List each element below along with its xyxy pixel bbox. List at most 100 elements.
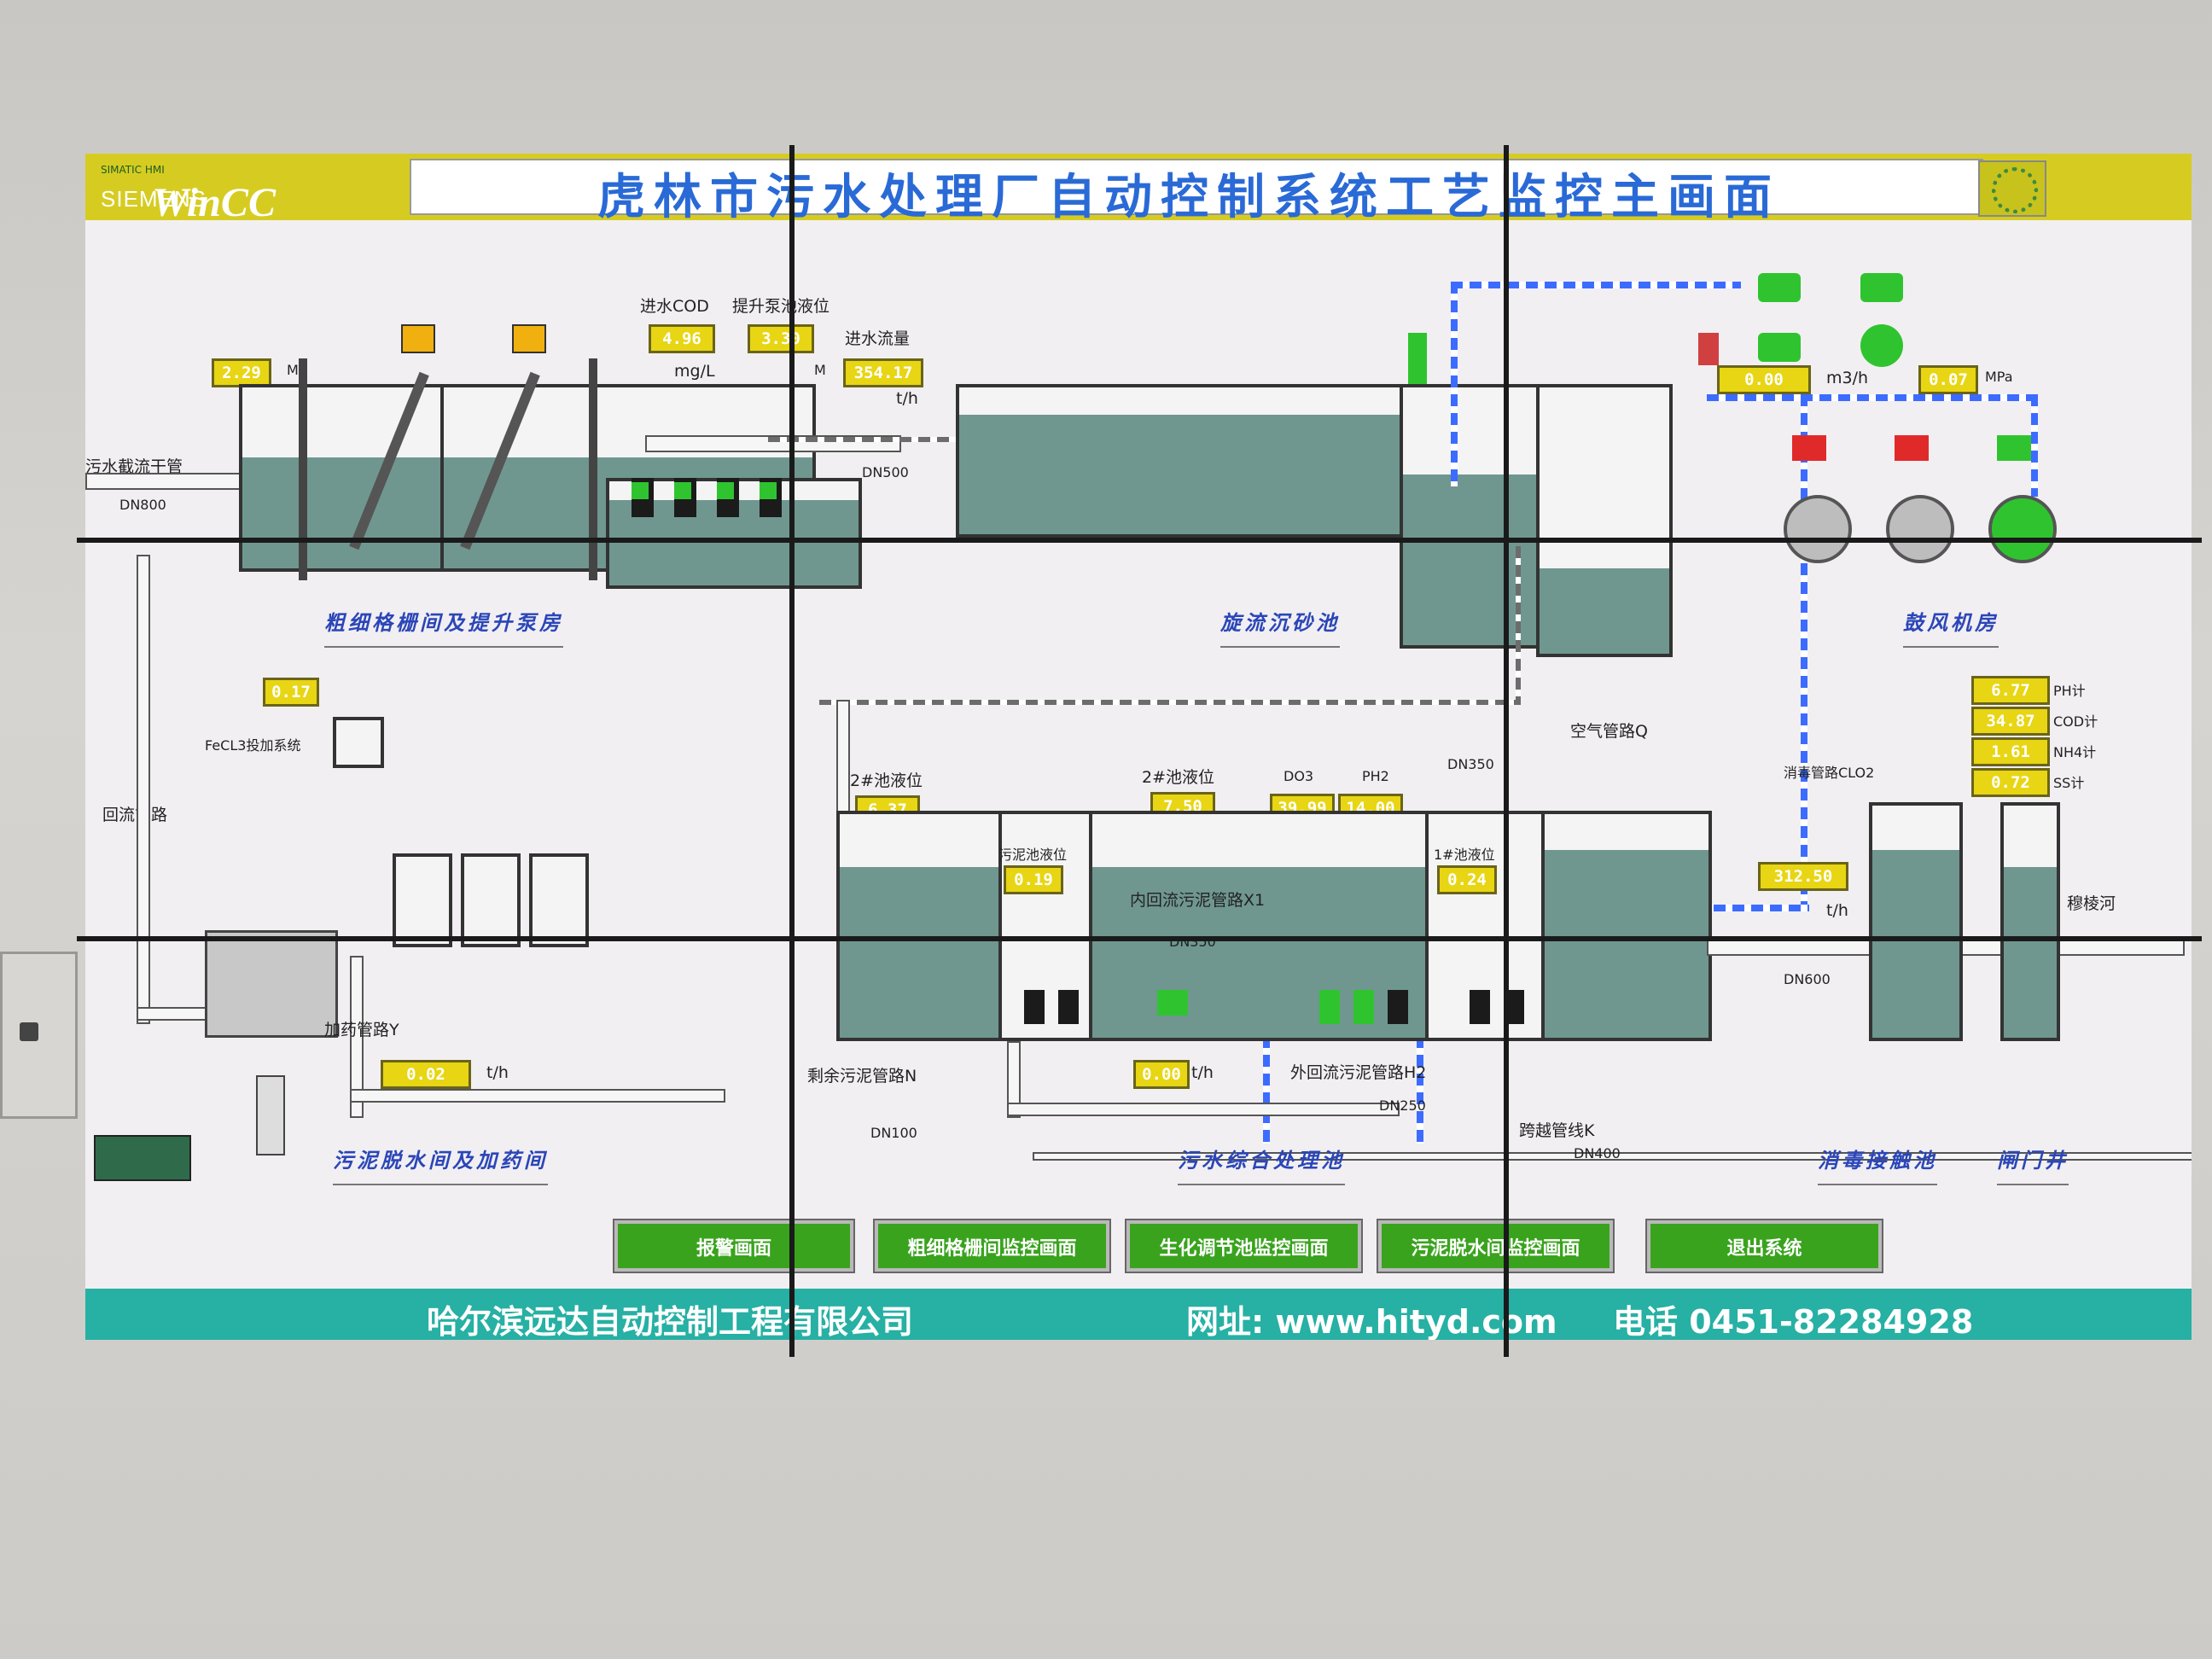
inlet-pipe <box>85 473 247 490</box>
wincc-logo: SIMATIC HMI WinCC SIEMENS <box>101 160 348 225</box>
lift-level-label: 提升泵池液位 <box>732 297 830 316</box>
grit-mixer-icon[interactable] <box>1408 333 1427 384</box>
sludge-well-label: 污泥池液位 <box>998 847 1068 863</box>
alarm-screen-button[interactable]: 报警画面 <box>613 1219 855 1273</box>
influent-flow-value: 354.17 <box>843 358 923 387</box>
dosing-pipe-label: 加药管路Y <box>324 1021 399 1039</box>
cod-out-value: 34.87 <box>1971 707 2050 736</box>
section-blower-title: 鼓风机房 <box>1903 606 1999 648</box>
gate-well-water <box>2004 867 2057 1038</box>
dn800-label: DN800 <box>119 497 166 513</box>
bezel-vertical-1 <box>789 145 795 1357</box>
contact-water <box>1872 850 1959 1038</box>
brand-small: SIMATIC HMI <box>101 164 165 176</box>
bypass-label: 跨越管线K <box>1519 1121 1595 1140</box>
anoxic-water <box>840 867 1004 1038</box>
ph-meter-label: PH计 <box>2053 683 2086 699</box>
grit-separator-icon[interactable] <box>1860 324 1903 367</box>
mixer-1-icon[interactable] <box>1319 990 1340 1024</box>
footer-bar: 哈尔滨远达自动控制工程有限公司 网址: www.hityd.com 电话 045… <box>85 1289 2192 1340</box>
blower-valve-1-icon[interactable] <box>1792 435 1826 461</box>
sludge-well-value: 0.19 <box>1004 865 1063 894</box>
air-pressure-unit: MPa <box>1985 369 2013 385</box>
pool1-pump-1-icon[interactable] <box>1470 990 1490 1024</box>
well-level-value: 2.29 <box>212 358 271 387</box>
air-line-down <box>1801 394 1807 906</box>
dn250-label: DN250 <box>1379 1097 1426 1114</box>
grit-blower-1-icon[interactable] <box>1758 273 1801 302</box>
section-gatewell-title: 闸门井 <box>1997 1144 2069 1185</box>
settling-water <box>1545 850 1708 1038</box>
grit-outlet-well <box>1536 384 1673 657</box>
exit-button[interactable]: 退出系统 <box>1645 1219 1883 1273</box>
air-flow-value: 0.00 <box>1717 365 1811 394</box>
pool2-level-label-b: 2#池液位 <box>1142 768 1215 787</box>
blower-2-icon[interactable] <box>1886 495 1954 563</box>
internal-return-label: 内回流污泥管路X1 <box>1130 891 1266 910</box>
anoxic-pool <box>836 811 1007 1041</box>
pump-valve-3-icon[interactable] <box>717 482 734 499</box>
grit-outlet-water <box>1540 568 1669 654</box>
grille-monitor-button[interactable]: 粗细格栅间监控画面 <box>873 1219 1111 1273</box>
dosing-flow-value: 0.02 <box>381 1060 471 1089</box>
excess-sludge-label: 剩余污泥管路N <box>807 1067 917 1086</box>
pump-valve-2-icon[interactable] <box>674 482 691 499</box>
return-pipe-label: 回流管路 <box>102 806 168 824</box>
footer-company: 哈尔滨远达自动控制工程有限公司 <box>427 1303 914 1340</box>
blower-valve-2-icon[interactable] <box>1895 435 1929 461</box>
cod-value: 4.96 <box>649 324 715 353</box>
fecl3-tank <box>333 717 384 768</box>
contact-tank <box>1869 802 1963 1041</box>
grille-motor-2-icon[interactable] <box>512 324 546 353</box>
excess-flow-unit: t/h <box>1191 1063 1214 1082</box>
dn500-label: DN500 <box>862 464 909 480</box>
ph-value: 6.77 <box>1971 676 2050 705</box>
grille-motor-1-icon[interactable] <box>401 324 435 353</box>
scada-screen: SIMATIC HMI WinCC SIEMENS 虎林市污水处理厂自动控制系统… <box>85 154 2192 1340</box>
sludge-pump-2-icon[interactable] <box>1058 990 1079 1024</box>
grit-water <box>959 415 1464 534</box>
air-pressure-value: 0.07 <box>1918 365 1978 394</box>
excess-sludge-pipe-v <box>1007 1041 1021 1118</box>
air-flow-meter-icon <box>1698 333 1719 365</box>
mixer-2-icon[interactable] <box>1353 990 1374 1024</box>
dn100-label: DN100 <box>870 1125 917 1141</box>
brand-siemens: SIEMENS <box>101 186 207 212</box>
blower-3-icon[interactable] <box>1988 495 2057 563</box>
air-line-top <box>1451 282 1741 288</box>
blower-1-icon[interactable] <box>1784 495 1852 563</box>
dosing-tank-3 <box>529 853 589 947</box>
section-sludge-title: 污泥脱水间及加药间 <box>333 1144 548 1185</box>
pump-valve-1-icon[interactable] <box>632 482 649 499</box>
internal-return-pump-icon[interactable] <box>1157 990 1188 1016</box>
dewatering-press[interactable] <box>205 930 338 1038</box>
well-level-unit: M <box>287 362 299 378</box>
blower-valve-3-icon[interactable] <box>1997 435 2031 461</box>
influent-flow-unit: t/h <box>896 389 918 408</box>
sludge-monitor-button[interactable]: 污泥脱水间监控画面 <box>1377 1219 1615 1273</box>
sludge-pump-1-icon[interactable] <box>1024 990 1045 1024</box>
sewage-main-label: 污水截流干管 <box>85 457 183 476</box>
emblem-ring <box>1992 167 2038 213</box>
influent-flow-label: 进水流量 <box>845 329 911 348</box>
influent-cod-label: 进水COD <box>640 297 709 316</box>
bezel-vertical-2 <box>1504 145 1509 1357</box>
bezel-horizontal-1 <box>77 538 2202 543</box>
grit-chamber <box>956 384 1468 538</box>
bezel-horizontal-2 <box>77 936 2202 941</box>
aeration-pool <box>1089 811 1430 1041</box>
emblem-icon <box>1978 160 2046 217</box>
grit-blower-2-icon[interactable] <box>1860 273 1903 302</box>
air-flow-unit: m3/h <box>1826 369 1869 387</box>
disinfect-pipe-label: 消毒管路CLO2 <box>1784 765 1875 781</box>
grille-water <box>242 457 440 568</box>
bio-monitor-button[interactable]: 生化调节池监控画面 <box>1125 1219 1363 1273</box>
dosing-tank-1 <box>393 853 452 947</box>
pump-valve-4-icon[interactable] <box>760 482 777 499</box>
gate-stem-1 <box>299 358 307 580</box>
gate-well <box>2000 802 2060 1041</box>
mixer-3-icon[interactable] <box>1388 990 1408 1024</box>
grit-pump-icon[interactable] <box>1758 333 1801 362</box>
return-dashed-line <box>819 700 1519 705</box>
excess-sludge-pipe <box>1007 1103 1400 1116</box>
